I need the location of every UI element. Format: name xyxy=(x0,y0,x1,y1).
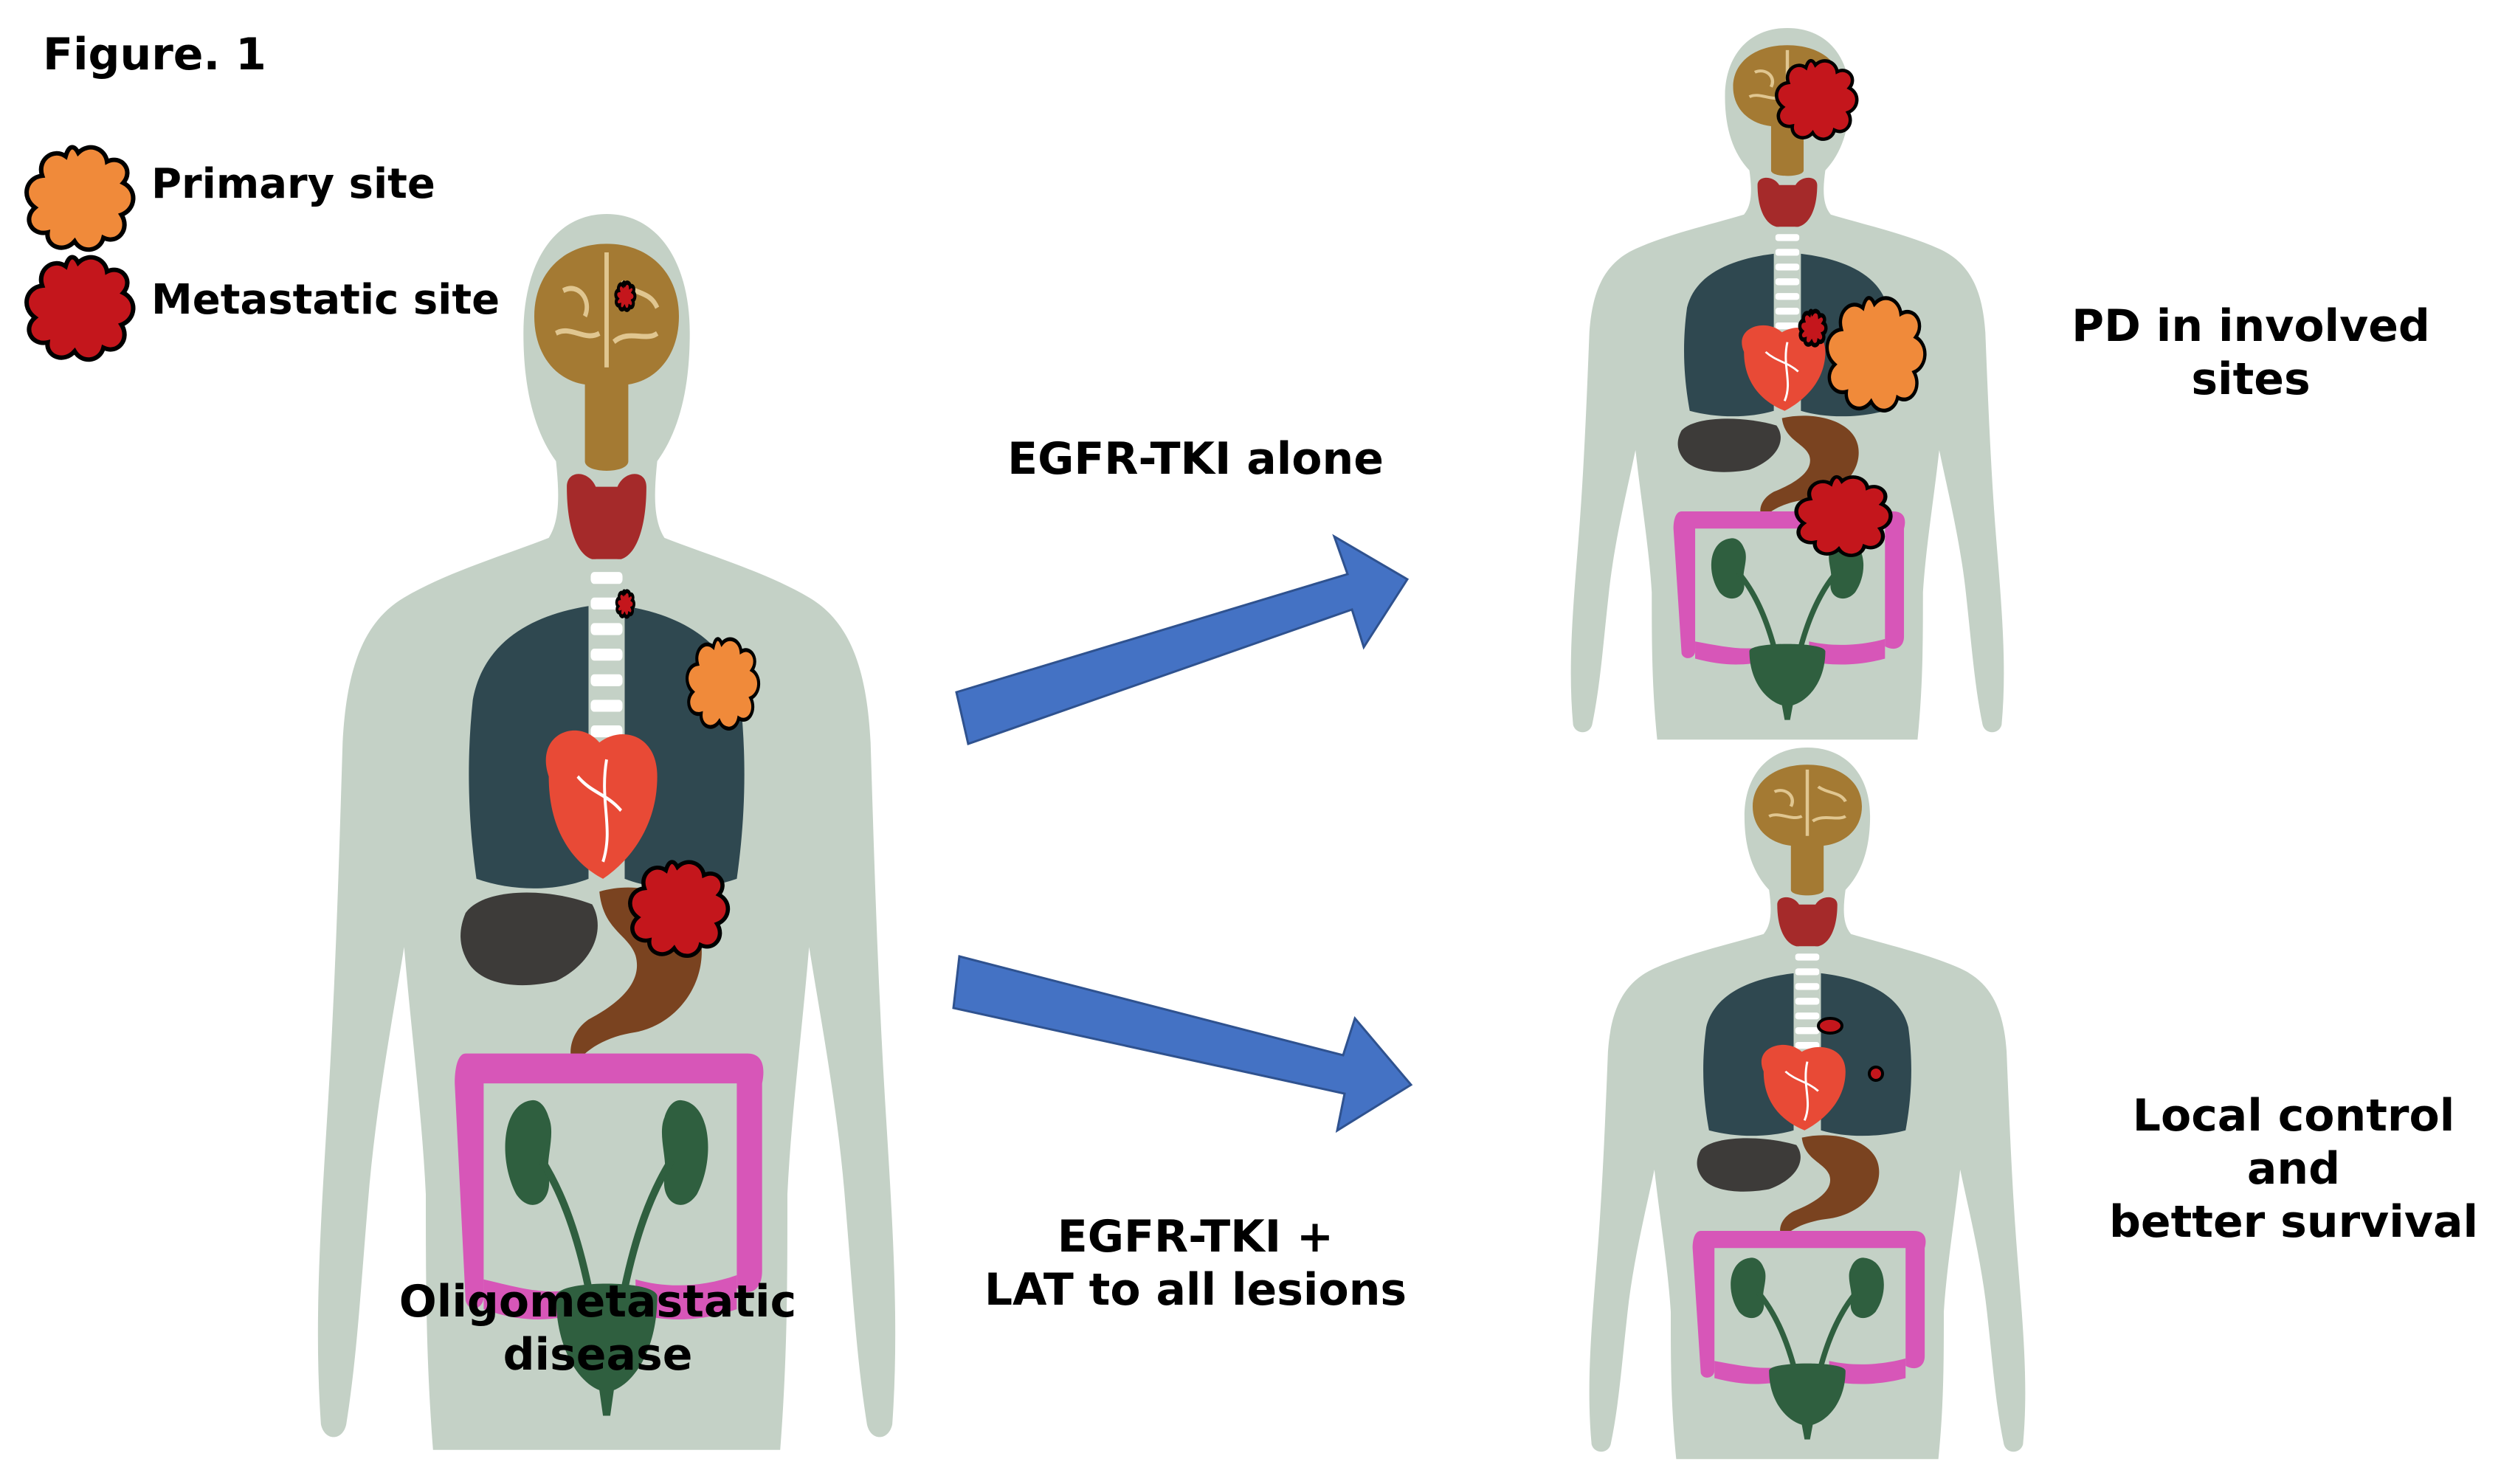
caption-bottom-right-line1: Local control and xyxy=(2132,1090,2455,1195)
metastatic-tumor-brain-tr xyxy=(1776,61,1857,139)
metastatic-tumor-lung-br xyxy=(1868,1066,1884,1082)
caption-top-right: PD in involved sites xyxy=(2037,300,2465,406)
arrow-lower-label: EGFR-TKI + LAT to all lesions xyxy=(959,1210,1432,1316)
primary-site-icon xyxy=(27,147,133,249)
legend-primary-label: Primary site xyxy=(151,160,435,208)
caption-top-right-line2: sites xyxy=(2191,353,2311,405)
caption-left-line2: disease xyxy=(503,1329,693,1381)
primary-tumor-lung-left xyxy=(687,639,759,728)
arrow-lower xyxy=(952,955,1413,1133)
body-left xyxy=(318,214,895,1450)
legend-metastatic-label: Metastatic site xyxy=(151,276,500,324)
arrow-lower-label-line1: EGFR-TKI + xyxy=(1057,1211,1334,1263)
metastatic-tumor-abdomen-left xyxy=(630,862,728,956)
metastatic-tumor-abdomen-tr xyxy=(1796,477,1891,555)
body-top-right xyxy=(1571,28,2004,739)
metastatic-site-icon xyxy=(27,257,133,359)
body-bottom-right xyxy=(1590,748,2026,1459)
arrow-upper-label: EGFR-TKI alone xyxy=(1007,433,1384,485)
caption-bottom-right: Local control and better survival xyxy=(2080,1089,2508,1249)
primary-tumor-lung-tr xyxy=(1827,298,1925,411)
metastatic-tumor-chest-tr xyxy=(1800,311,1826,345)
caption-bottom-right-line2: better survival xyxy=(2108,1196,2479,1248)
figure-label: Figure. 1 xyxy=(43,29,266,80)
metastatic-tumor-chest-left xyxy=(617,591,635,617)
metastatic-tumor-chest-br xyxy=(1817,1017,1843,1035)
metastatic-tumor-brain-left xyxy=(615,283,635,310)
caption-top-right-line1: PD in involved xyxy=(2071,300,2430,352)
arrow-upper xyxy=(955,534,1410,745)
arrow-lower-label-line2: LAT to all lesions xyxy=(984,1264,1407,1316)
caption-left: Oligometastatic disease xyxy=(369,1275,827,1381)
caption-left-line1: Oligometastatic xyxy=(399,1276,797,1328)
